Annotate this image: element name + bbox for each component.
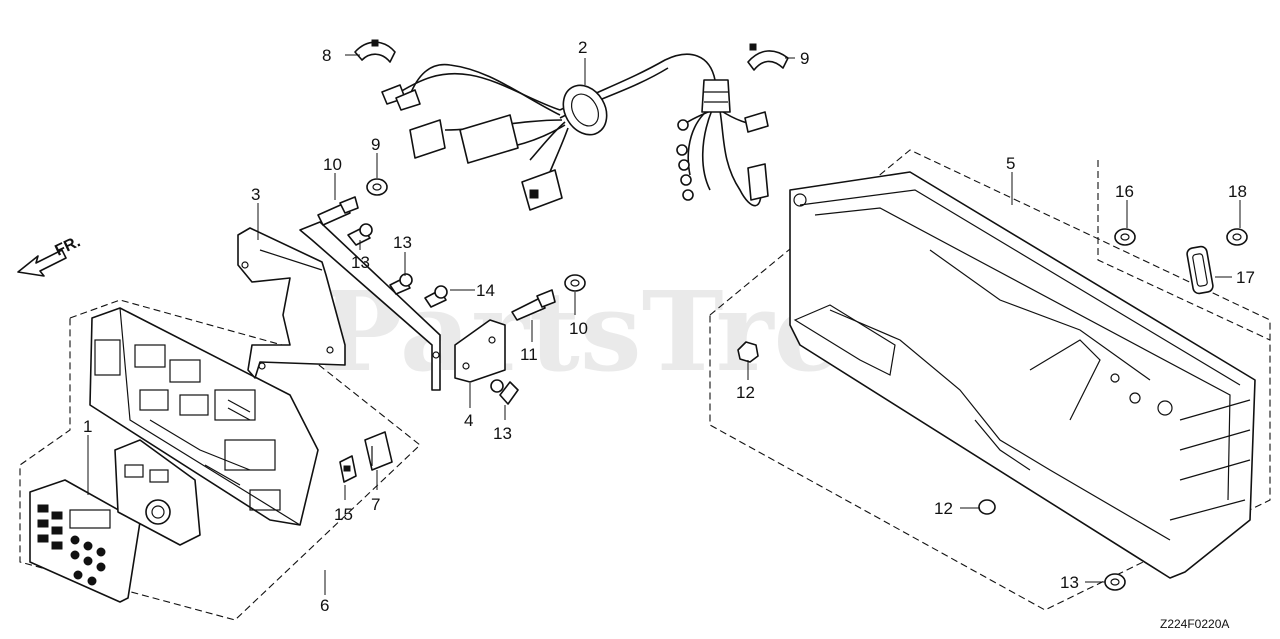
callout-15: 15 (334, 505, 353, 524)
part-10-bolt-upper[interactable] (317, 196, 359, 226)
panel-switch-grid (37, 504, 111, 586)
callout-4: 4 (464, 411, 473, 430)
part-4-bracket[interactable] (454, 319, 506, 383)
part-13-screw-b[interactable] (389, 273, 413, 295)
callout-9-lower: 10 (569, 319, 588, 338)
callout-10-upper: 10 (323, 155, 342, 174)
callout-8-left: 8 (322, 46, 331, 65)
callout-2: 2 (578, 38, 587, 57)
part-5-panel-case[interactable] (789, 171, 1256, 579)
callout-12-bottom: 13 (1060, 573, 1079, 592)
callout-13-c: 13 (493, 424, 512, 443)
callout-5: 5 (1006, 154, 1015, 173)
callout-17: 17 (1236, 268, 1255, 287)
callout-14: 14 (476, 281, 495, 300)
part-14-screw[interactable] (424, 285, 448, 308)
part-15-clip[interactable] (339, 455, 357, 483)
leader-lines (87, 54, 1241, 595)
front-direction-label: FR. (53, 233, 84, 259)
callout-3: 3 (251, 185, 260, 204)
callout-9-upper: 9 (371, 135, 380, 154)
part-6-control-box[interactable] (89, 307, 319, 526)
part-16-nut[interactable] (1114, 228, 1136, 246)
part-8-clip-right[interactable] (747, 43, 789, 71)
callout-8-right: 9 (800, 49, 809, 68)
callout-13-b: 13 (393, 233, 412, 252)
part-9-grommet-lower[interactable] (564, 274, 586, 292)
part-9-grommet-upper[interactable] (366, 178, 388, 196)
callout-11: 12 (934, 499, 953, 518)
callout-18: 18 (1228, 182, 1247, 201)
part-2-wire-harness[interactable] (381, 53, 769, 211)
part-13-screw-c[interactable] (490, 379, 519, 405)
callout-labels: 8 9 2 10 9 3 13 13 14 10 11 4 13 5 16 18… (83, 38, 1255, 615)
drawing-code: Z224F0220A (1160, 617, 1229, 631)
callout-10-lower: 11 (520, 345, 538, 364)
assembly-outlines (19, 149, 1271, 621)
part-12-nut-bottom[interactable] (1104, 573, 1126, 591)
front-direction-arrow: FR. (17, 233, 84, 277)
callout-7: 7 (371, 495, 380, 514)
callout-1: 1 (83, 417, 92, 436)
panel-bracket (114, 439, 201, 546)
callout-12-left: 12 (736, 383, 755, 402)
part-18-nut[interactable] (1226, 228, 1248, 246)
part-17-grommet[interactable] (1186, 245, 1214, 295)
part-10-bolt-lower[interactable] (511, 289, 556, 321)
part-1-control-panel[interactable] (29, 479, 141, 603)
part-13-screw-a[interactable] (347, 223, 373, 246)
callout-13-a: 13 (351, 253, 370, 272)
part-3-bracket[interactable] (237, 227, 346, 379)
callout-6: 6 (320, 596, 329, 615)
part-12-nut-left[interactable] (737, 341, 759, 363)
part-8-clip-left[interactable] (354, 39, 396, 63)
callout-16: 16 (1115, 182, 1134, 201)
part-7-connector[interactable] (364, 431, 393, 471)
mounting-plate[interactable] (299, 221, 441, 391)
part-11-nut[interactable] (978, 499, 996, 515)
